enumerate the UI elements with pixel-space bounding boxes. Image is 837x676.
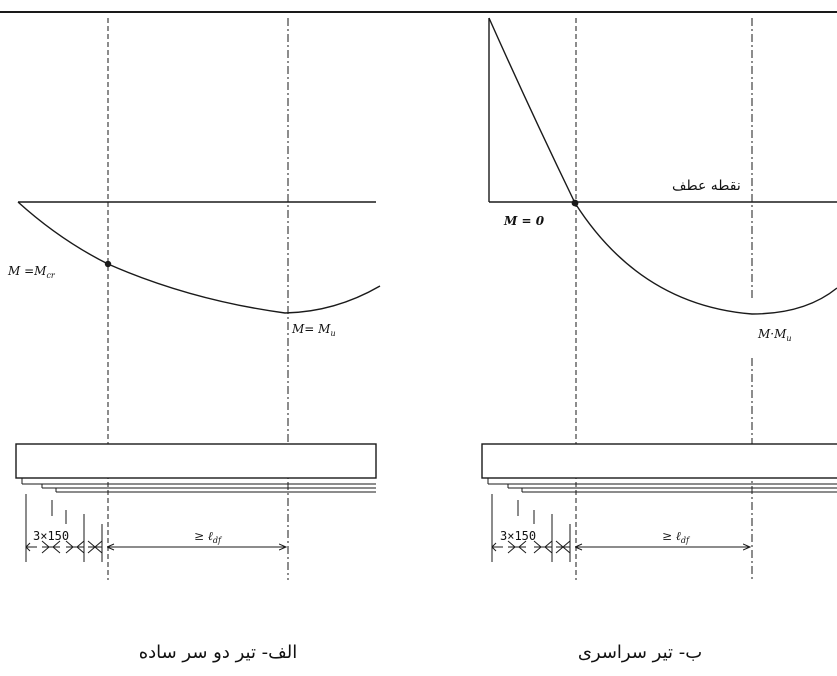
caption-right: ب- تیر سراسری — [578, 642, 702, 663]
dim-arrow — [87, 540, 103, 554]
point-marker-icon — [571, 199, 579, 207]
dim-arrow — [25, 542, 37, 552]
dim-arrow — [507, 540, 527, 554]
dim-arrow — [555, 540, 571, 554]
dim-arrow — [533, 540, 553, 554]
right-panel: نقطه عطف M = 0 M·Mu 3×150 ≥ ℓdf ب- تیر س… — [481, 17, 837, 663]
label-m-u: M·Mu — [757, 327, 792, 343]
caption-left: الف- تیر دو سر ساده — [139, 642, 298, 663]
moment-curve — [488, 17, 837, 315]
dim-arrow — [41, 540, 61, 554]
label-m-cr: M =Mcr — [7, 264, 56, 280]
label-inflection: نقطه عطف — [672, 178, 741, 194]
moment-curve — [17, 201, 381, 314]
left-panel: M =Mcr M= Mu 3×150 ≥ ℓdf الف- تیر دو سر … — [7, 18, 381, 663]
dev-length-label: ≥ ℓdf — [662, 529, 691, 545]
dim-arrow — [491, 542, 503, 552]
dim-spacing-label: 3×150 — [500, 529, 536, 543]
dim-spacing-label: 3×150 — [33, 529, 69, 543]
point-marker-icon — [104, 260, 112, 268]
beam-body — [15, 443, 377, 479]
dev-length-label: ≥ ℓdf — [194, 529, 223, 545]
label-m-u: M= Mu — [291, 322, 336, 338]
dim-arrow — [65, 540, 85, 554]
beam-body — [481, 443, 837, 479]
label-m-zero: M = 0 — [503, 214, 545, 228]
